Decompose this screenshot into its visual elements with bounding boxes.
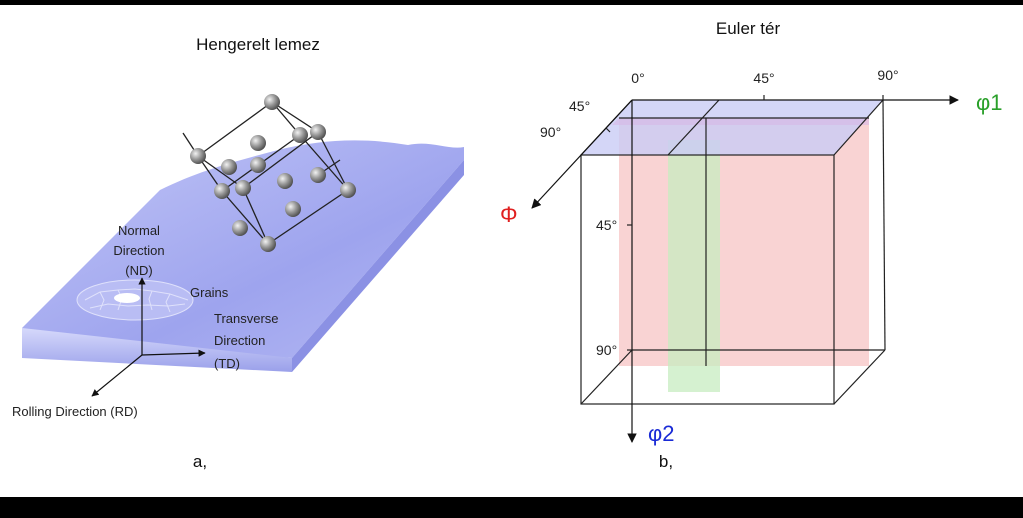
phi1-tick-0: 0° xyxy=(631,70,644,86)
plane-green xyxy=(668,140,720,392)
fcc-atoms xyxy=(190,94,356,252)
grains-label: Grains xyxy=(190,285,229,300)
tick-marks xyxy=(605,95,884,351)
phi1-tick-45: 45° xyxy=(753,70,774,86)
phi2-axis-label: φ2 xyxy=(648,421,675,446)
Phi-tick-90: 90° xyxy=(540,124,561,140)
nd-label-line2: Direction xyxy=(113,243,164,258)
td-label-line3: (TD) xyxy=(214,356,240,371)
sheet-front-edge xyxy=(22,328,292,372)
Phi-axis xyxy=(531,99,633,209)
euler-cube xyxy=(580,99,886,405)
phi1-tick-90: 90° xyxy=(877,67,898,83)
plane-blue xyxy=(581,100,883,155)
grains-patch xyxy=(76,279,194,321)
td-label-line1: Transverse xyxy=(214,311,279,326)
td-label-line2: Direction xyxy=(214,333,265,348)
panel-a-title: Hengerelt lemez xyxy=(196,35,320,54)
Phi-axis-label: Φ xyxy=(500,202,518,227)
phi1-axis-label: φ1 xyxy=(976,90,1003,115)
panel-b-title: Euler tér xyxy=(716,19,781,38)
panel-a-caption: a, xyxy=(193,452,207,471)
td-axis-arrow xyxy=(141,349,206,357)
rd-axis-arrow xyxy=(91,354,143,397)
nd-label-line3: (ND) xyxy=(125,263,152,278)
plane-violet-band xyxy=(612,118,869,125)
panel-b-caption: b, xyxy=(659,452,673,471)
nd-label-line1: Normal xyxy=(118,223,160,238)
panel-b-euler-space: Euler tér xyxy=(500,19,1003,471)
panel-a-rolled-sheet: Hengerelt lemez Normal Direction (ND) Gr… xyxy=(12,35,464,471)
phi2-tick-90: 90° xyxy=(596,342,617,358)
phi2-tick-45: 45° xyxy=(596,217,617,233)
sheet-right-edge xyxy=(292,160,464,372)
Phi-tick-45: 45° xyxy=(569,98,590,114)
plane-red xyxy=(619,118,869,366)
rd-label: Rolling Direction (RD) xyxy=(12,404,138,419)
